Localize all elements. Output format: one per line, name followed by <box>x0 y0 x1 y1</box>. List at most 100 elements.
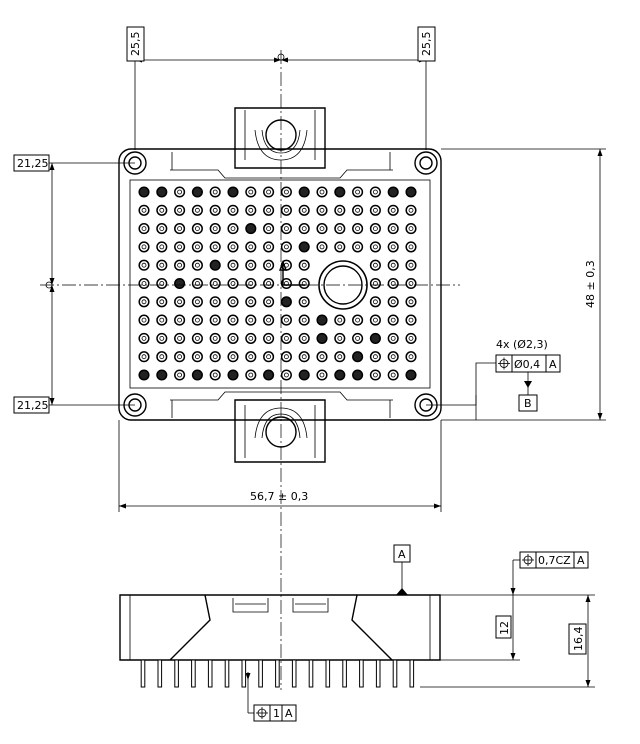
pin-hole <box>209 296 221 308</box>
pin-hole-inner <box>390 262 396 268</box>
svg-text:A: A <box>398 548 406 561</box>
pin-hole <box>227 314 239 326</box>
pin-hole <box>280 204 292 216</box>
pin-hole <box>156 204 168 216</box>
pin-hole <box>227 351 239 363</box>
pin-hole-inner <box>177 335 183 341</box>
pin-hole-inner <box>337 354 343 360</box>
pin-hole-inner <box>301 299 307 305</box>
pin-hole <box>263 277 275 290</box>
side-view: A 0,7CZ A <box>119 544 595 722</box>
pin-hole <box>191 277 203 290</box>
pin-hole-inner <box>230 354 236 360</box>
pin-hole-inner <box>159 262 165 268</box>
pin-hole-inner <box>230 299 236 305</box>
pin-hole-inner <box>337 317 343 323</box>
pin-hole-inner <box>159 317 165 323</box>
pin-hole <box>316 204 328 216</box>
pin-hole <box>316 314 328 326</box>
pin-hole-inner <box>194 317 200 323</box>
pin-hole-inner <box>141 281 147 286</box>
pin-hole <box>387 314 399 326</box>
pin-hole <box>387 351 399 363</box>
dim-label-pitch-right: 25,5 <box>417 26 436 62</box>
pin-hole-inner <box>194 207 200 213</box>
pin-hole-inner <box>283 207 289 213</box>
pin-hole-inner <box>283 335 289 341</box>
pin-hole <box>138 369 150 381</box>
pin-hole-inner <box>194 226 200 232</box>
pin-hole <box>316 369 328 381</box>
pin-hole-inner <box>337 226 343 232</box>
pin-hole-inner <box>194 354 200 360</box>
pin-hole <box>298 204 310 216</box>
pin-hole <box>334 223 346 235</box>
pin-hole-inner <box>230 335 236 341</box>
pin-hole <box>316 351 328 363</box>
pin-hole-inner <box>319 354 325 360</box>
pin-hole <box>191 332 203 344</box>
pin-hole-inner <box>212 372 218 378</box>
pin-hole <box>334 351 346 363</box>
pin-hole <box>245 296 257 308</box>
pin-hole <box>334 369 346 381</box>
side-pin <box>174 659 179 688</box>
pin-hole <box>191 241 203 253</box>
dim-label-pitch-left: 25,5 <box>126 26 145 62</box>
pin-hole <box>298 186 310 198</box>
pin-hole <box>209 204 221 216</box>
pin-hole <box>227 277 239 290</box>
pin-hole <box>227 259 239 271</box>
position-icon <box>256 707 268 719</box>
pin-hole <box>245 186 257 198</box>
pin-hole <box>334 241 346 253</box>
side-pin <box>308 659 314 688</box>
pin-hole-inner <box>390 372 396 378</box>
pin-hole <box>405 314 417 326</box>
pin-hole <box>209 186 221 198</box>
pin-hole-inner <box>230 281 236 286</box>
pin-hole-inner <box>390 354 396 360</box>
pin-hole <box>156 259 168 271</box>
pin-hole <box>280 241 292 253</box>
pin-hole <box>174 296 186 308</box>
dim-label-offset-top: 21,25 <box>13 154 50 172</box>
pin-hole <box>156 332 168 344</box>
pin-hole-inner <box>319 372 325 378</box>
svg-text:Ø0,4: Ø0,4 <box>514 358 540 371</box>
pin-hole <box>369 259 381 271</box>
pin-hole-inner <box>230 207 236 213</box>
pin-hole <box>387 277 399 290</box>
pin-hole-inner <box>301 335 307 341</box>
dimension-offset-left <box>48 162 135 406</box>
pin-field-frame <box>129 179 431 389</box>
pin-hole-inner <box>408 207 414 213</box>
pin-hole <box>174 314 186 326</box>
module-housing <box>118 148 442 421</box>
pin-hole-inner <box>177 244 183 250</box>
pin-hole-inner <box>301 317 307 323</box>
pin-hole-inner <box>301 207 307 213</box>
pin-hole <box>405 259 417 271</box>
pin-hole-inner <box>283 244 289 250</box>
pin-hole <box>209 369 221 381</box>
pin-hole-inner <box>355 226 361 232</box>
pin-hole <box>174 351 186 363</box>
svg-text:A: A <box>549 358 557 371</box>
pin-hole <box>138 204 150 216</box>
pin-hole-inner <box>141 262 147 268</box>
pin-hole-inner <box>337 335 343 341</box>
pin-hole <box>227 332 239 344</box>
pin-hole <box>334 332 346 344</box>
side-pin <box>241 659 247 688</box>
svg-text:4x (Ø2,3): 4x (Ø2,3) <box>496 338 548 351</box>
pin-hole <box>352 223 364 235</box>
pin-hole-inner <box>248 262 254 268</box>
pin-hole <box>209 351 221 363</box>
pin-hole-inner <box>248 354 254 360</box>
pin-hole-inner <box>177 317 183 323</box>
pin-hole <box>245 204 257 216</box>
pin-hole <box>263 204 275 216</box>
svg-text:25,5: 25,5 <box>420 32 433 57</box>
svg-text:1: 1 <box>273 707 280 720</box>
